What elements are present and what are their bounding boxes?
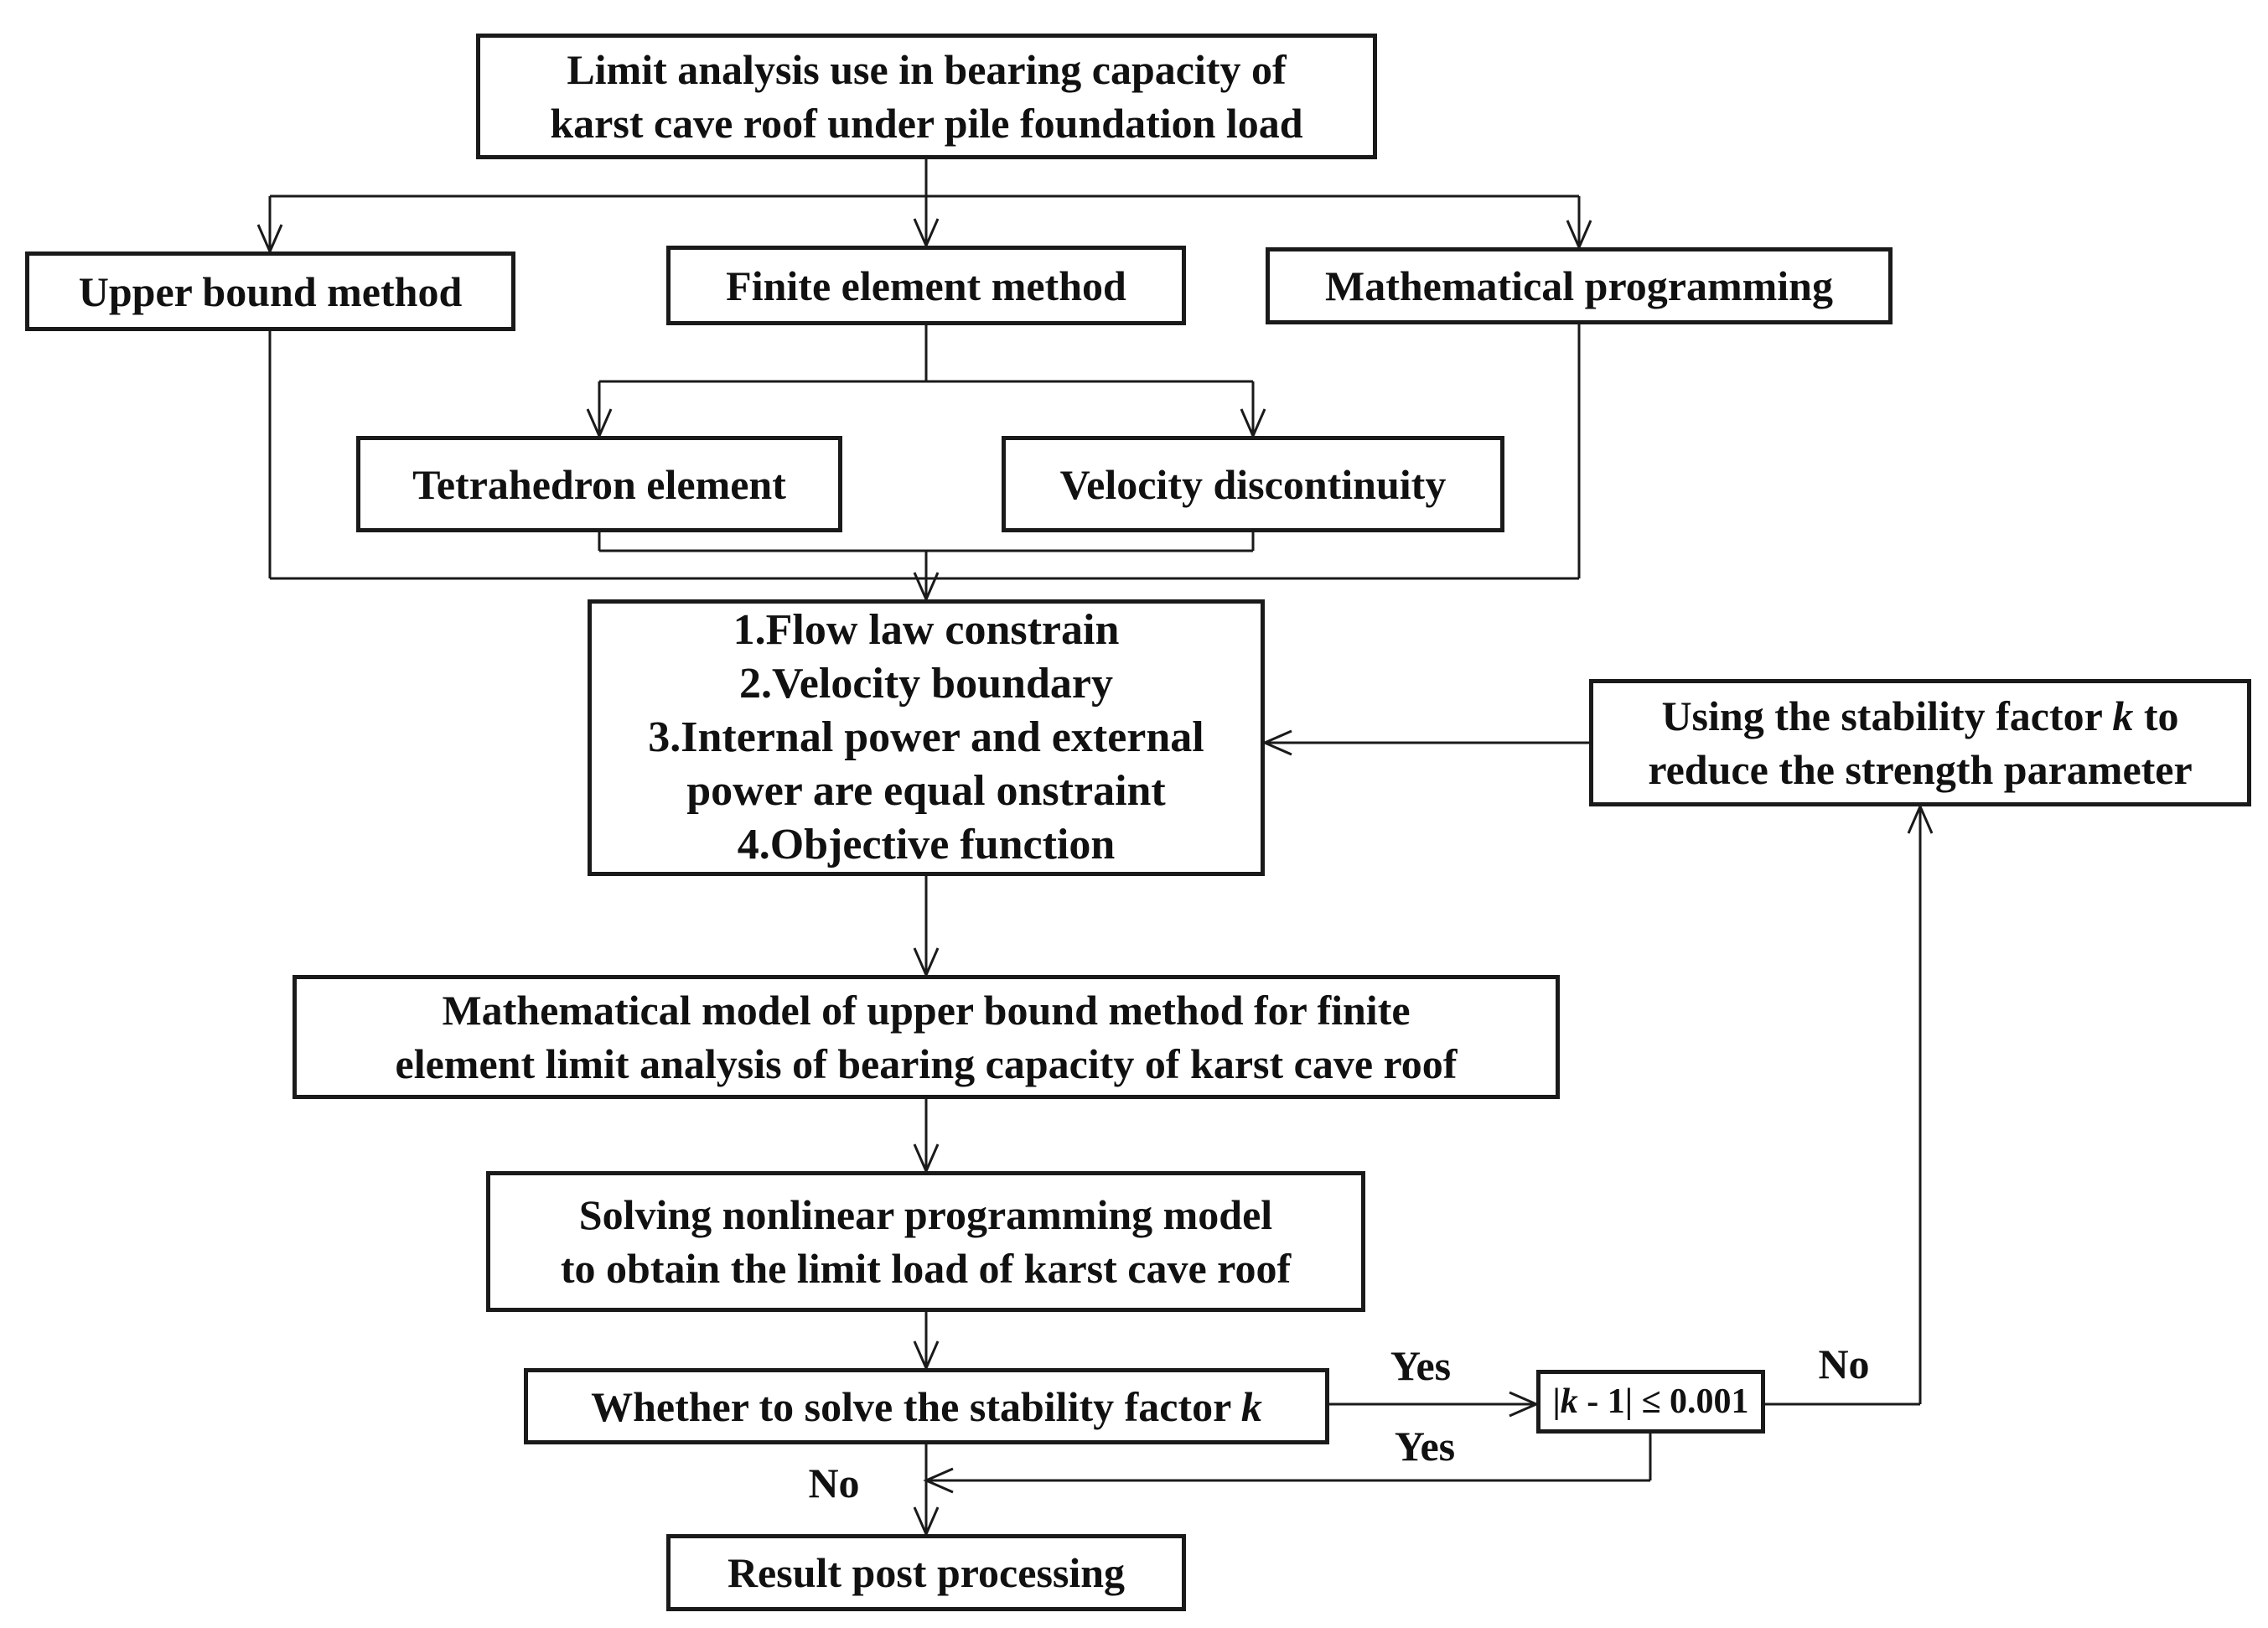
title-line-2: karst cave roof under pile foundation lo… [550,100,1303,147]
yes-label-bottom: Yes [1394,1423,1456,1470]
using-k-text-pre: Using the stability factor [1661,692,2113,739]
k-check-mid: - 1 [1577,1382,1625,1421]
finite-element-method-label: Finite element method [726,262,1126,309]
whether-stability-label: Whether to solve the stability factor k [591,1380,1262,1434]
solving-line-1: Solving nonlinear programming model [578,1191,1273,1238]
k-check-bar-open: | [1552,1382,1561,1421]
constraint-3: 3.Internal power and external [648,713,1204,761]
using-k-line-2: reduce the strength parameter [1648,746,2193,793]
math-model-box: Mathematical model of upper bound method… [293,975,1560,1099]
no-label-right: No [1818,1340,1870,1387]
tetrahedron-element-box: Tetrahedron element [356,436,842,532]
constraint-4: 4.Objective function [737,821,1116,868]
using-k-symbol: k [2112,692,2134,739]
using-k-line-1: Using the stability factor k to [1648,689,2192,743]
upper-bound-method-label: Upper bound method [78,267,463,315]
math-model-line-1: Mathematical model of upper bound method… [442,987,1411,1034]
constraint-1: 1.Flow law constrain [733,606,1120,654]
constraints-box: 1.Flow law constrain 2.Velocity boundary… [588,599,1265,876]
title-box: Limit analysis use in bearing capacity o… [476,34,1377,159]
using-k-text-post: to [2133,692,2179,739]
k-check-condition: ≤ 0.001 [1632,1382,1749,1421]
whether-text: Whether to solve the stability factor [591,1382,1241,1430]
tetrahedron-element-label: Tetrahedron element [412,460,786,508]
k-check-k-symbol: k [1560,1382,1578,1421]
constraint-3-cont: power are equal onstraint [686,767,1166,815]
whether-k-symbol: k [1240,1382,1262,1430]
constraint-2: 2.Velocity boundary [739,660,1113,708]
arrow-to-usingk [1907,803,1934,834]
velocity-discontinuity-label: Velocity discontinuity [1059,460,1447,508]
k-check-bar-close: | [1624,1382,1633,1421]
mathematical-programming-box: Mathematical programming [1266,247,1893,324]
result-post-processing-label: Result post processing [727,1549,1126,1596]
yes-label-top: Yes [1390,1342,1452,1389]
upper-bound-method-box: Upper bound method [25,251,515,331]
velocity-discontinuity-box: Velocity discontinuity [1002,436,1504,532]
solving-line-2: to obtain the limit load of karst cave r… [560,1245,1292,1292]
finite-element-method-box: Finite element method [666,246,1186,325]
no-label-bottom: No [808,1459,860,1506]
mathematical-programming-label: Mathematical programming [1325,262,1833,309]
math-model-line-2: element limit analysis of bearing capaci… [395,1040,1458,1087]
solving-model-box: Solving nonlinear programming model to o… [486,1171,1365,1312]
whether-stability-box: Whether to solve the stability factor k [524,1368,1329,1444]
using-stability-factor-box: Using the stability factor k to reduce t… [1589,679,2251,806]
arrow-usingk-to-constraints [1261,729,1292,756]
arrow-return-to-axis [923,1467,954,1494]
title-line-1: Limit analysis use in bearing capacity o… [567,46,1287,93]
k-check-box: |k - 1| ≤ 0.001 [1536,1370,1765,1434]
k-check-formula: |k - 1| ≤ 0.001 [1552,1382,1748,1421]
result-post-processing-box: Result post processing [666,1534,1186,1611]
